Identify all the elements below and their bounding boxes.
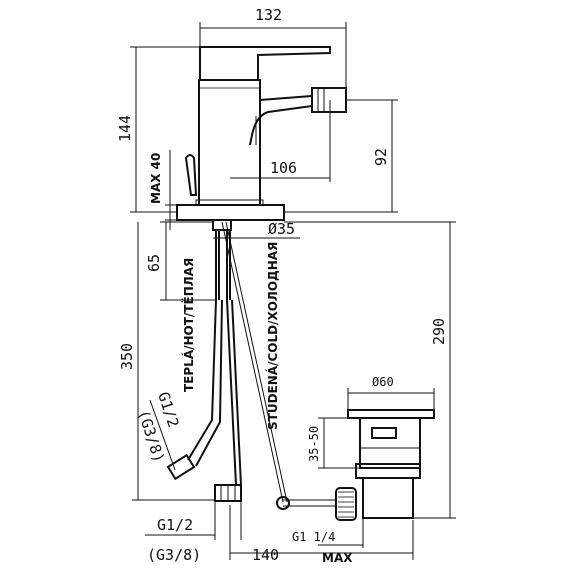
dim-connection-bottom-alt: (G3/8) [147, 546, 201, 564]
faucet-body [176, 46, 347, 300]
dim-drain-offset: 140 [252, 546, 279, 564]
dimension-lines [130, 22, 456, 560]
dim-spout-height: 92 [372, 148, 390, 166]
dim-max-deck: MAX 40 [149, 153, 163, 204]
dim-tail-length: 65 [145, 254, 163, 272]
pop-up-drain [276, 409, 435, 521]
dim-overall-width: 132 [255, 6, 282, 24]
dim-hose-length: 350 [118, 343, 136, 370]
dim-connection-bottom: G1/2 [157, 516, 193, 534]
dim-drain-diameter: Ø60 [372, 375, 394, 389]
dim-drain-max: MAX [322, 551, 353, 565]
dim-base-diameter: Ø35 [268, 220, 295, 238]
dim-height-total: 144 [116, 115, 134, 142]
label-hot: TEPLÁ/HOT/ТЁПЛАЯ [181, 258, 196, 392]
hoses [166, 221, 288, 503]
dim-drain-thread: G1 1/4 [292, 530, 335, 544]
label-cold: STUDENÁ/COLD/ХОЛОДНАЯ [265, 242, 280, 430]
dim-below-deck: 290 [430, 318, 448, 345]
dim-drain-range: 35-50 [307, 426, 321, 462]
dim-spout-reach: 106 [270, 159, 297, 177]
